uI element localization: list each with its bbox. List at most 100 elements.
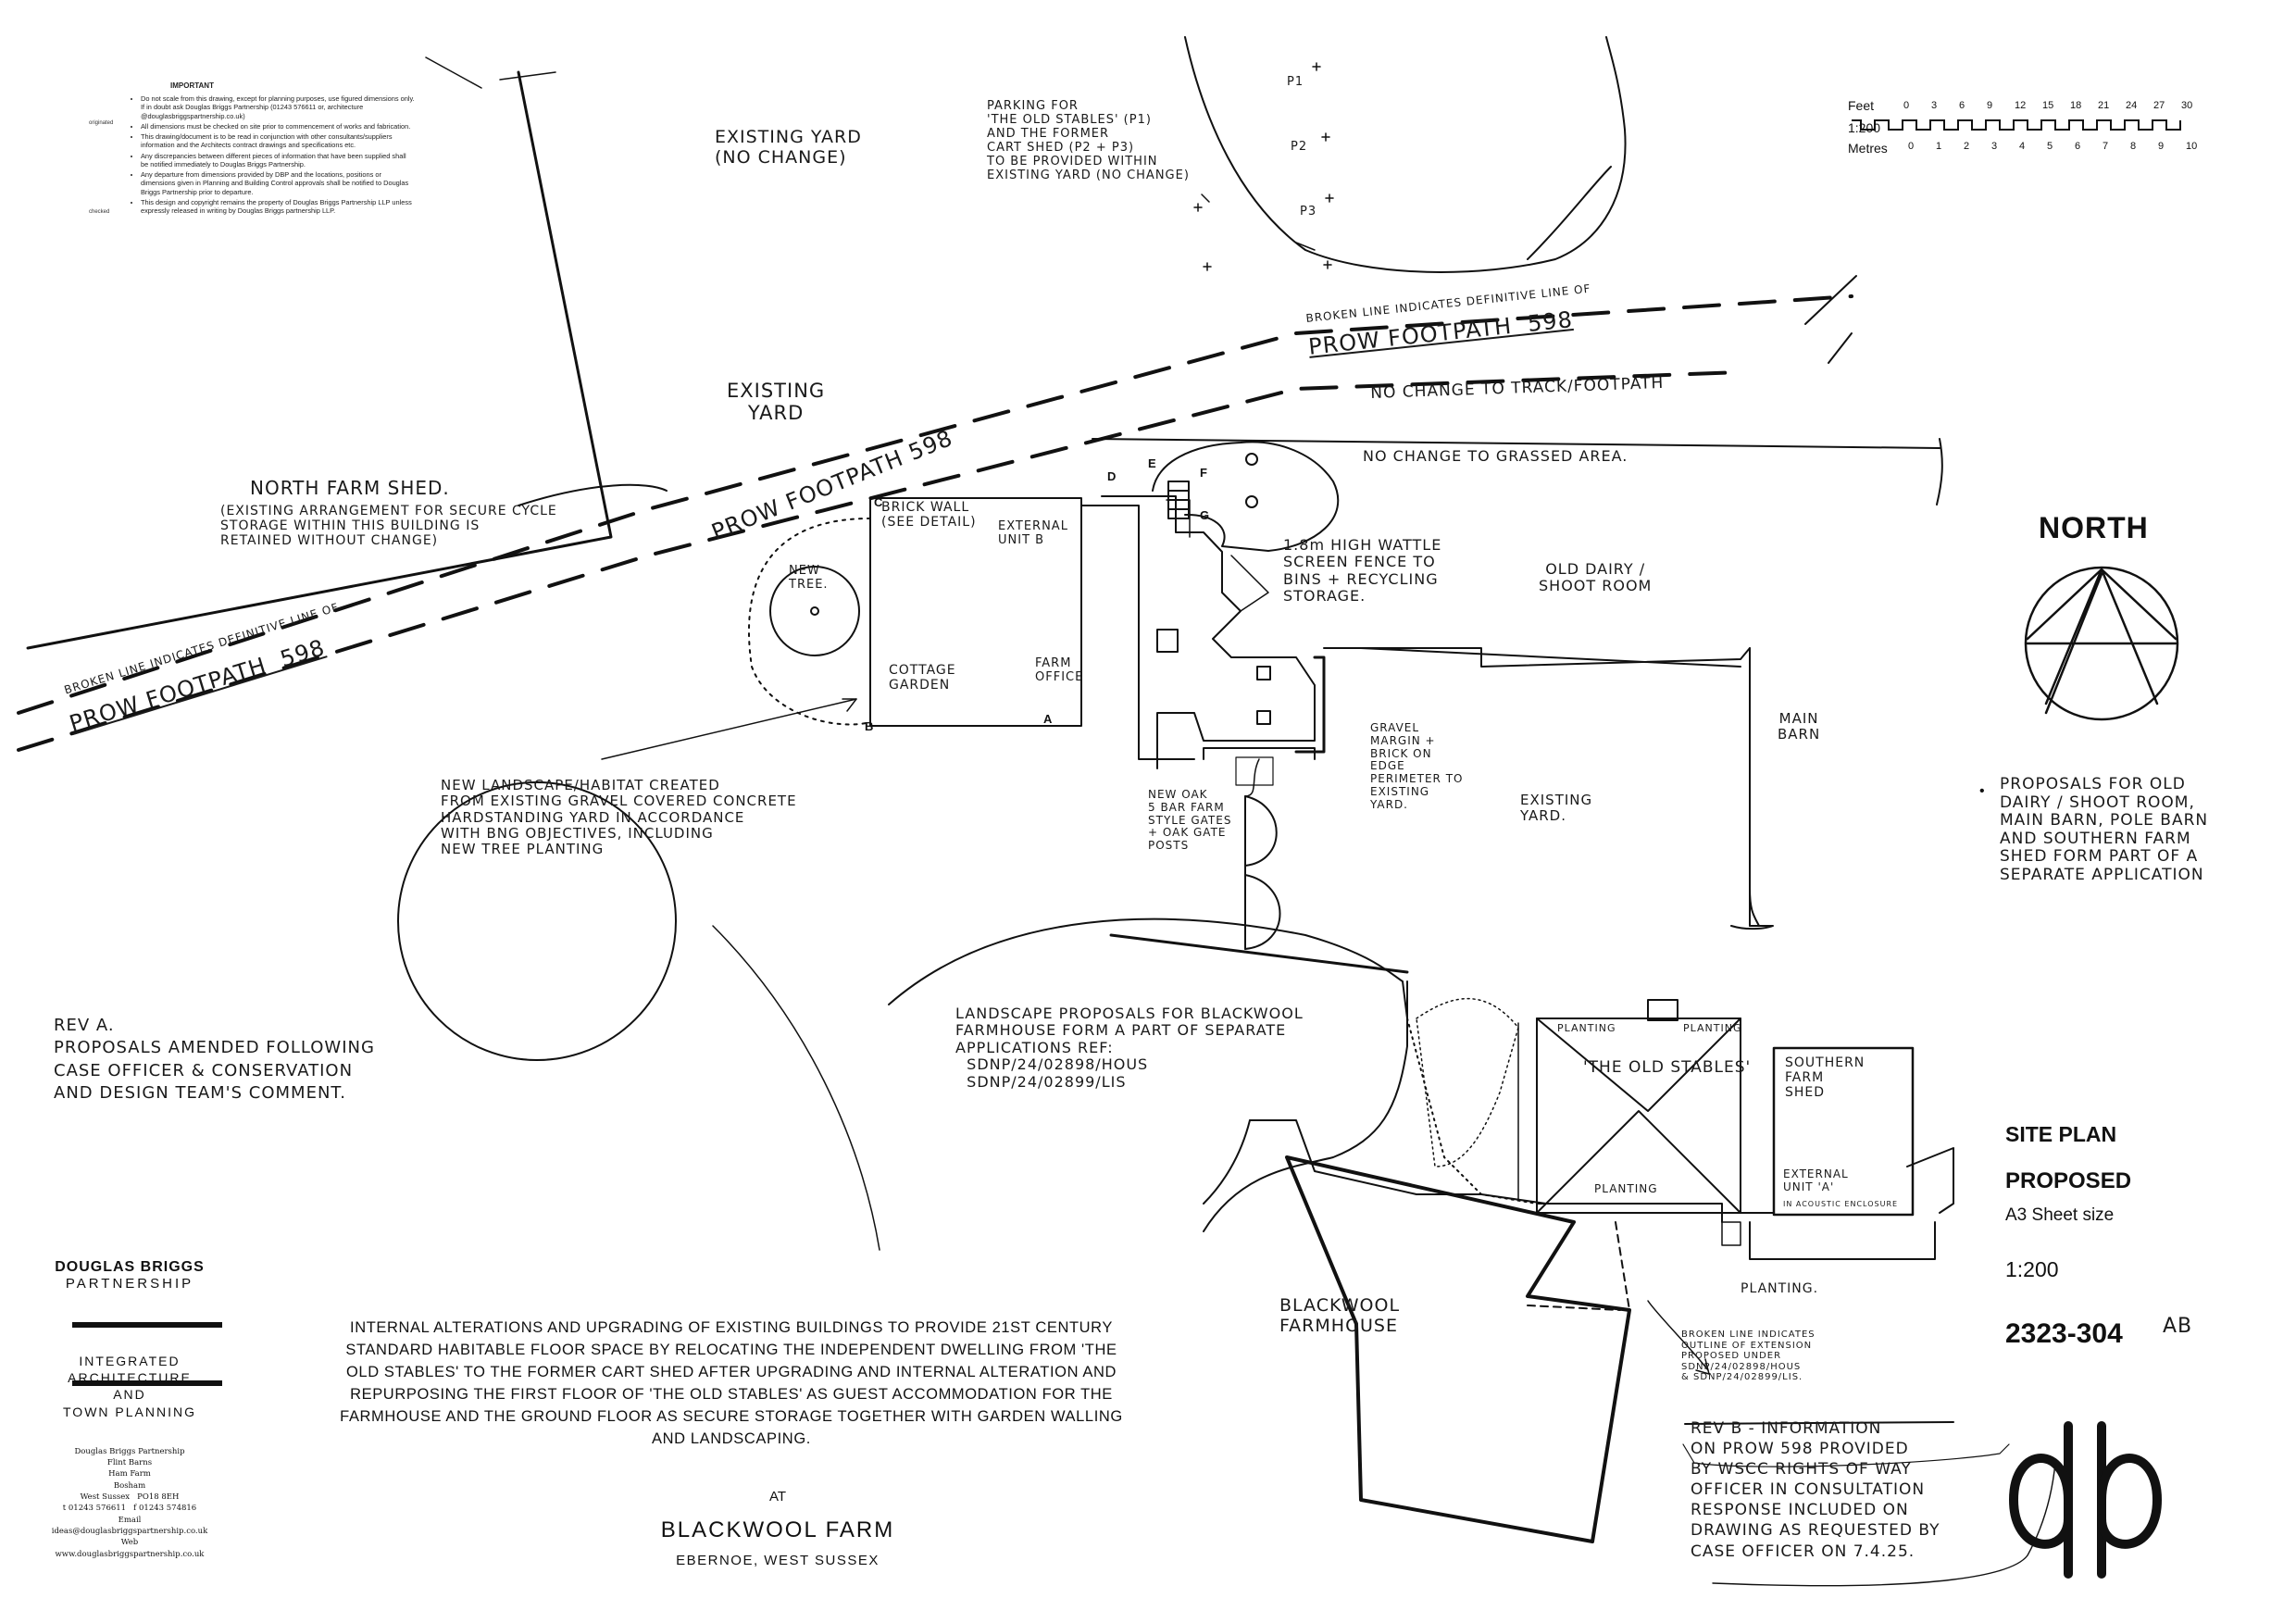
parking-note: PARKING FOR 'THE OLD STABLES' (P1) AND T… [987, 99, 1190, 182]
revision-b-note: REV B - INFORMATION ON PROW 598 PROVIDED… [1691, 1419, 1940, 1561]
southern-farm-shed [1772, 1046, 1915, 1217]
landscape-habitat-circle [397, 781, 677, 1061]
practice-partnership: PARTNERSHIP [65, 1276, 194, 1292]
feet-tick: 21 [2098, 100, 2110, 111]
existing-yard-mid-label: EXISTING YARD [727, 380, 826, 425]
important-notes: IMPORTANT Do not scale from this drawing… [128, 81, 415, 217]
old-dairy-label: OLD DAIRY / SHOOT ROOM [1539, 560, 1653, 595]
metre-tick: 6 [2075, 141, 2081, 152]
the-old-stables-building [1536, 1017, 1741, 1214]
external-unit-b-label: EXTERNAL UNIT B [998, 519, 1068, 547]
project-at: AT [768, 1489, 787, 1504]
old-stables-label: 'THE OLD STABLES' [1583, 1058, 1752, 1077]
project-block: AT BLACKWOOL FARM EBERNOE, WEST SUSSEX [518, 1489, 1037, 1568]
cottage-garden-outline [869, 497, 1082, 727]
metre-tick: 5 [2047, 141, 2053, 152]
parking-p1: P1 [1287, 75, 1304, 89]
scale-feet-label: Feet [1848, 98, 1875, 113]
feet-tick: 0 [1903, 100, 1910, 111]
planting-label: PLANTING. [1741, 1281, 1819, 1296]
north-label: NORTH [2039, 511, 2149, 544]
point-d: D [1107, 469, 1117, 483]
new-tree [769, 566, 860, 656]
main-barn-label: MAIN BARN [1778, 710, 1821, 743]
revision-a-note: REV A. PROPOSALS AMENDED FOLLOWING CASE … [54, 1016, 375, 1103]
project-description: INTERNAL ALTERATIONS AND UPGRADING OF EX… [340, 1319, 1123, 1447]
planting-label: PLANTING [1683, 1022, 1742, 1034]
project-name: BLACKWOOL FARM [660, 1517, 895, 1542]
metre-tick: 2 [1964, 141, 1970, 152]
blackwool-farmhouse-label: BLACKWOOL FARMHOUSE [1279, 1295, 1401, 1336]
new-oak-gates-label: NEW OAK 5 BAR FARM STYLE GATES + OAK GAT… [1148, 788, 1232, 853]
blackwool-farmhouse [1285, 1155, 1631, 1543]
extension-outline-label: BROKEN LINE INDICATES OUTLINE OF EXTENSI… [1681, 1330, 1816, 1382]
planting-label: PLANTING [1557, 1022, 1616, 1034]
feet-tick: 9 [1987, 100, 1993, 111]
proposals-bullet: • [1979, 783, 1985, 799]
note-item: This drawing/document is to be read in c… [141, 132, 415, 150]
metre-tick: 4 [2019, 141, 2026, 152]
metre-tick: 10 [2186, 141, 2198, 152]
feet-tick: 12 [2015, 100, 2027, 111]
parking-area-outline [1184, 36, 1627, 273]
driveway-edge [888, 918, 1408, 1019]
practice-name: DOUGLAS BRIGGS [55, 1259, 205, 1275]
landscape-proposals-label: LANDSCAPE PROPOSALS FOR BLACKWOOL FARMHO… [955, 1005, 1304, 1091]
checked-label: checked [89, 209, 110, 215]
practice-services: INTEGRATED ARCHITECTURE AND TOWN PLANNIN… [63, 1354, 196, 1419]
drawing-revision: AB [2163, 1315, 2193, 1338]
sheet-size: A3 Sheet size [2005, 1205, 2115, 1225]
yard-boundary [1092, 438, 1943, 506]
wattle-fence-label: 1.8m HIGH WATTLE SCREEN FENCE TO BINS + … [1283, 536, 1442, 606]
existing-yard-low-label: EXISTING YARD. [1520, 792, 1593, 825]
drawing-status: PROPOSED [2005, 1168, 2132, 1193]
db-logo [2009, 1421, 2162, 1579]
feet-tick: 30 [2181, 100, 2193, 111]
north-arrow [2024, 566, 2179, 721]
proposals-note: PROPOSALS FOR OLD DAIRY / SHOOT ROOM, MA… [2000, 775, 2209, 884]
planting-label: PLANTING [1594, 1182, 1658, 1195]
farm-office-label: FARM OFFICE [1035, 656, 1084, 684]
gravel-margin-label: GRAVEL MARGIN + BRICK ON EDGE PERIMETER … [1370, 721, 1464, 811]
grassed-area-outline [1152, 441, 1340, 552]
important-heading: IMPORTANT [170, 81, 214, 90]
feet-tick: 24 [2126, 100, 2138, 111]
feet-tick: 6 [1959, 100, 1965, 111]
scale-metres-label: Metres [1848, 141, 1888, 156]
point-b: B [865, 719, 874, 733]
north-farm-shed-outline [26, 70, 613, 650]
cottage-garden-label: COTTAGE GARDEN [889, 663, 956, 693]
practice-block: DOUGLAS BRIGGS PARTNERSHIP INTEGRATED AR… [37, 1259, 222, 1560]
external-unit-a-label: EXTERNAL UNIT 'A' [1783, 1167, 1849, 1193]
feet-tick: 27 [2153, 100, 2165, 111]
no-change-grassed-label: NO CHANGE TO GRASSED AREA. [1363, 447, 1628, 465]
metre-tick: 8 [2130, 141, 2137, 152]
scale-bar [1852, 119, 2181, 131]
point-g: G [1200, 508, 1210, 522]
drawing-title: SITE PLAN [2005, 1122, 2117, 1146]
practice-address: Douglas Briggs Partnership Flint Barns H… [51, 1446, 208, 1559]
metre-tick: 3 [1991, 141, 1998, 152]
existing-yard-top-label: EXISTING YARD (NO CHANGE) [715, 127, 862, 168]
point-e: E [1148, 456, 1156, 470]
point-c: C [874, 495, 883, 509]
note-item: This design and copyright remains the pr… [141, 198, 415, 216]
metre-tick: 0 [1908, 141, 1915, 152]
parking-p3: P3 [1300, 205, 1317, 218]
new-tree-label: NEW TREE. [789, 564, 829, 592]
scale-ratio-label: 1:200 [1848, 120, 1881, 135]
note-item: Any departure from dimensions provided b… [141, 170, 415, 196]
point-a: A [1043, 712, 1053, 726]
project-location: EBERNOE, WEST SUSSEX [676, 1553, 880, 1568]
footpath-598-line [17, 294, 1853, 715]
north-farm-shed-note: (EXISTING ARRANGEMENT FOR SECURE CYCLE S… [220, 504, 557, 549]
note-item: All dimensions must be checked on site p… [141, 122, 415, 131]
metre-tick: 9 [2158, 141, 2165, 152]
feet-tick: 15 [2042, 100, 2054, 111]
metre-tick: 7 [2103, 141, 2109, 152]
new-landscape-label: NEW LANDSCAPE/HABITAT CREATED FROM EXIST… [441, 777, 797, 857]
north-farm-shed-label: NORTH FARM SHED. [250, 477, 450, 499]
